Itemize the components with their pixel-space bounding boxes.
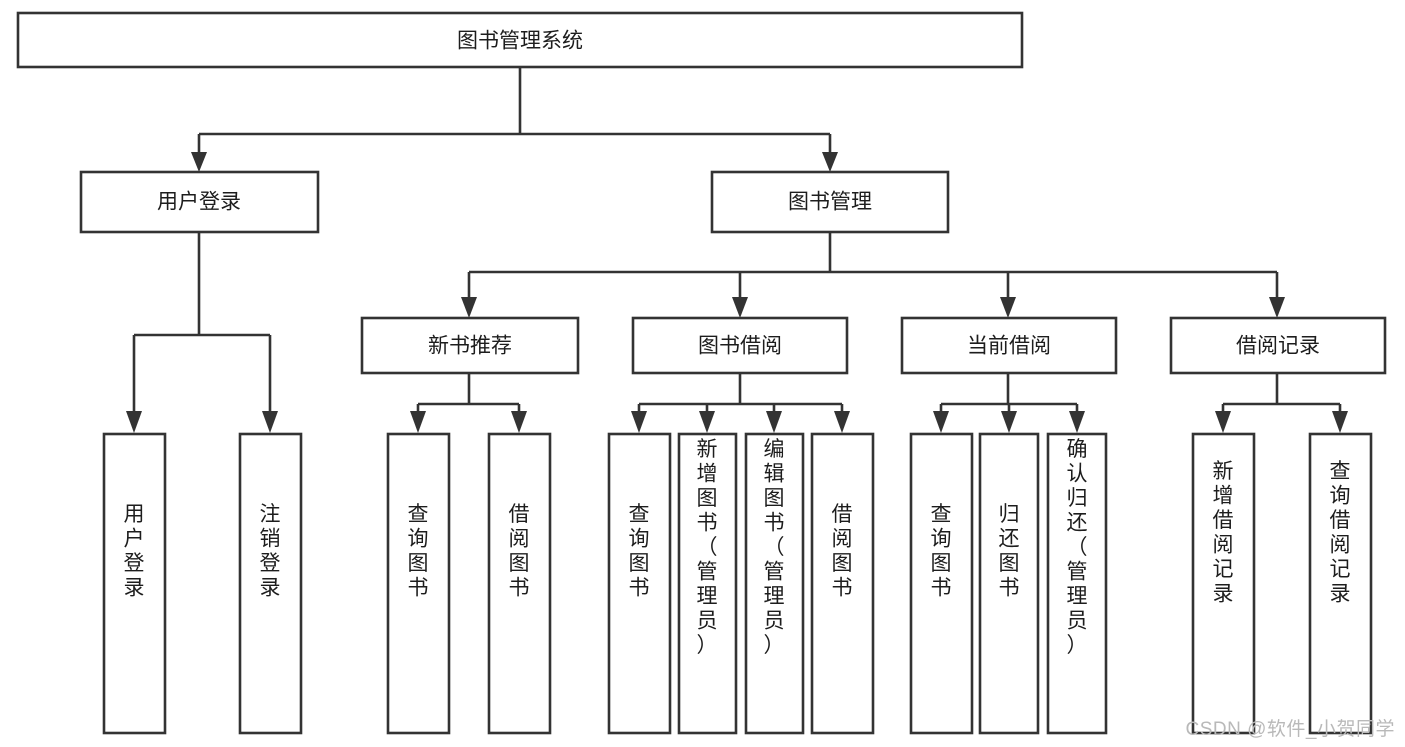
arrowhead-borrow-to-leaf6 xyxy=(699,411,715,433)
arrowhead-root-to-bookmgmt xyxy=(822,152,838,172)
node-leaf-7-label: 编辑图书（管理员） xyxy=(764,438,785,657)
arrowhead-login-to-leaf1 xyxy=(126,411,142,433)
node-bookmgmt-label: 图书管理 xyxy=(788,191,872,214)
arrowhead-root-to-login xyxy=(191,152,207,172)
node-borrow-label: 图书借阅 xyxy=(698,335,782,358)
node-leaf-9-box[interactable] xyxy=(909,432,974,735)
node-leaf-12-label: 新增借阅记录 xyxy=(1213,460,1234,606)
node-root[interactable]: 图书管理系统 xyxy=(16,11,1024,69)
node-leaf-7[interactable]: 编辑图书（管理员） xyxy=(744,432,805,735)
arrowhead-record-to-leaf12 xyxy=(1215,411,1231,433)
node-leaf-4-label: 借阅图书 xyxy=(509,503,530,600)
node-leaf-11[interactable]: 确认归还（管理员） xyxy=(1046,432,1108,735)
node-bookmgmt[interactable]: 图书管理 xyxy=(710,170,950,234)
arrowhead-login-to-leaf2 xyxy=(262,411,278,433)
node-leaf-13-label: 查询借阅记录 xyxy=(1330,460,1351,606)
connectors xyxy=(126,67,1348,433)
node-leaf-11-box[interactable] xyxy=(1046,432,1108,735)
arrowhead-current-to-leaf11 xyxy=(1069,411,1085,433)
node-login-label: 用户登录 xyxy=(157,191,241,214)
node-leaf-3-label: 查询图书 xyxy=(408,503,429,600)
node-borrow[interactable]: 图书借阅 xyxy=(631,316,849,375)
node-leaf-13[interactable]: 查询借阅记录 xyxy=(1308,432,1373,735)
node-login-box[interactable] xyxy=(79,170,320,234)
node-leaf-6-box[interactable] xyxy=(677,432,738,735)
node-record-label: 借阅记录 xyxy=(1236,335,1320,358)
node-newbook-box[interactable] xyxy=(360,316,580,375)
node-leaf-5-label: 查询图书 xyxy=(629,503,650,600)
node-leaf-5[interactable]: 查询图书 xyxy=(607,432,672,735)
node-login[interactable]: 用户登录 xyxy=(79,170,320,234)
node-leaf-8-label: 借阅图书 xyxy=(832,503,853,600)
node-leaf-9-label: 查询图书 xyxy=(931,503,952,600)
node-leaf-4[interactable]: 借阅图书 xyxy=(487,432,552,735)
node-leaf-5-box[interactable] xyxy=(607,432,672,735)
node-leaf-8-box[interactable] xyxy=(810,432,875,735)
node-root-box[interactable] xyxy=(16,11,1024,69)
arrowhead-current-to-leaf10 xyxy=(1001,411,1017,433)
node-leaf-11-label: 确认归还（管理员） xyxy=(1067,438,1088,657)
arrowhead-current-to-leaf9 xyxy=(933,411,949,433)
node-leaf-1-label: 用户登录 xyxy=(124,503,145,600)
arrowhead-bookmgmt-to-borrow xyxy=(732,297,748,318)
node-newbook[interactable]: 新书推荐 xyxy=(360,316,580,375)
node-leaf-2[interactable]: 注销登录 xyxy=(238,432,303,735)
arrowhead-borrow-to-leaf5 xyxy=(631,411,647,433)
node-bookmgmt-box[interactable] xyxy=(710,170,950,234)
node-leaf-6[interactable]: 新增图书（管理员） xyxy=(677,432,738,735)
arrowhead-bookmgmt-to-newbook xyxy=(461,297,477,318)
node-current-label: 当前借阅 xyxy=(967,335,1051,358)
node-leaf-1[interactable]: 用户登录 xyxy=(102,432,167,735)
node-leaf-1-box[interactable] xyxy=(102,432,167,735)
arrowhead-bookmgmt-to-record xyxy=(1269,297,1285,318)
csdn-watermark: CSDN @软件_小贺同学 xyxy=(1185,719,1395,740)
node-leaf-3-box[interactable] xyxy=(386,432,451,735)
node-leaf-3[interactable]: 查询图书 xyxy=(386,432,451,735)
node-leaf-4-box[interactable] xyxy=(487,432,552,735)
node-leaf-10[interactable]: 归还图书 xyxy=(978,432,1040,735)
node-current-box[interactable] xyxy=(900,316,1118,375)
arrowhead-bookmgmt-to-current xyxy=(1000,297,1016,318)
node-leaf-8[interactable]: 借阅图书 xyxy=(810,432,875,735)
node-leaf-12[interactable]: 新增借阅记录 xyxy=(1191,432,1256,735)
node-leaf-6-label: 新增图书（管理员） xyxy=(697,438,718,657)
node-record-box[interactable] xyxy=(1169,316,1387,375)
node-leaf-7-box[interactable] xyxy=(744,432,805,735)
arrowhead-borrow-to-leaf7 xyxy=(766,411,782,433)
node-record[interactable]: 借阅记录 xyxy=(1169,316,1387,375)
node-newbook-label: 新书推荐 xyxy=(428,335,512,358)
node-leaf-2-box[interactable] xyxy=(238,432,303,735)
arrowhead-newbook-to-leaf4 xyxy=(511,411,527,433)
node-leaf-9[interactable]: 查询图书 xyxy=(909,432,974,735)
arrowhead-borrow-to-leaf8 xyxy=(834,411,850,433)
arrowhead-record-to-leaf13 xyxy=(1332,411,1348,433)
node-leaf-2-label: 注销登录 xyxy=(260,503,281,600)
node-leaf-13-box[interactable] xyxy=(1308,432,1373,735)
arrowhead-newbook-to-leaf3 xyxy=(410,411,426,433)
node-borrow-box[interactable] xyxy=(631,316,849,375)
node-leaf-12-box[interactable] xyxy=(1191,432,1256,735)
node-leaf-10-label: 归还图书 xyxy=(999,503,1020,600)
node-leaf-10-box[interactable] xyxy=(978,432,1040,735)
node-root-label: 图书管理系统 xyxy=(457,30,583,53)
node-current[interactable]: 当前借阅 xyxy=(900,316,1118,375)
